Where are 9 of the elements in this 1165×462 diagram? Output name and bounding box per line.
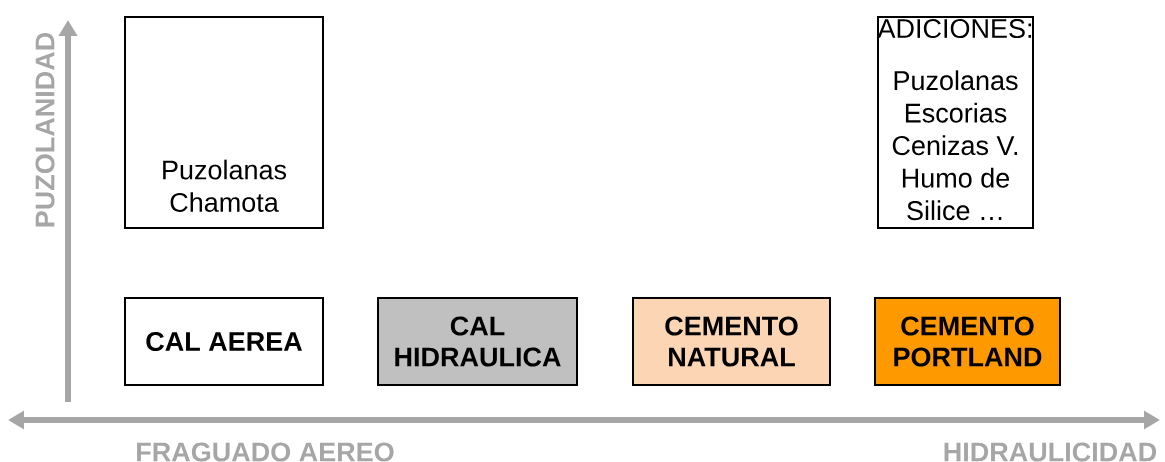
axis-label: FRAGUADO AEREO [137,442,394,462]
axis-label: PUZOLANIDAD [35,32,55,227]
material-box: CEMENTO PORTLAND [874,297,1061,386]
axis-label: HIDRAULICIDAD [944,442,1157,462]
additive-box: Puzolanas Chamota [124,16,324,229]
material-box: CAL AEREA [124,297,324,386]
material-box: CEMENTO NATURAL [632,297,831,386]
material-box: CAL HIDRAULICA [377,297,578,386]
additive-box: ADICIONES: Puzolanas Escorias Cenizas V. Humo de Silice … [877,16,1034,229]
